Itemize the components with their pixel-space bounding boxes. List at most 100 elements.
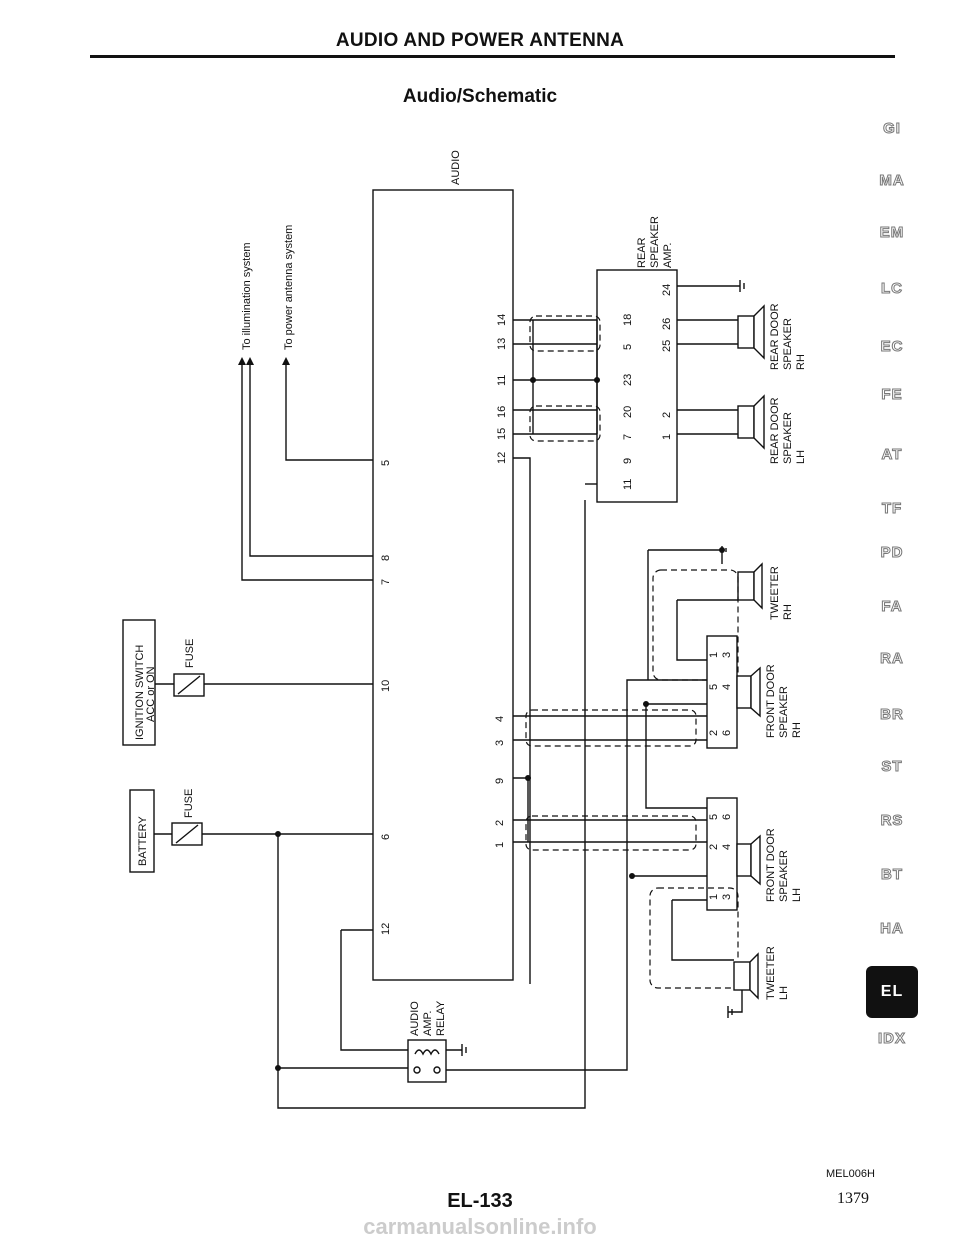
pin-label: 26 (661, 318, 673, 330)
front-door-lh-label-1: FRONT DOOR (765, 828, 777, 902)
pin-label: 6 (721, 730, 733, 736)
section-tab-rs[interactable]: RS (880, 812, 904, 830)
battery-label: BATTERY (137, 816, 149, 866)
pin-label: 4 (721, 844, 733, 850)
pin-label: 10 (380, 680, 392, 692)
tweeter-rh-label-2: RH (782, 604, 794, 620)
tweeter-lh-label-2: LH (778, 986, 790, 1000)
section-tab-ma[interactable]: MA (879, 172, 905, 190)
section-tab-st[interactable]: ST (881, 758, 903, 776)
section-tab-at[interactable]: AT (881, 446, 903, 464)
rear-door-rh-label-2: SPEAKER (782, 318, 794, 370)
audio-unit-box (372, 189, 514, 981)
rear-door-lh-label-3: LH (795, 450, 807, 464)
pin-label: 1 (708, 894, 720, 900)
pin-label: 7 (622, 434, 634, 440)
fuse-label: FUSE (184, 639, 196, 668)
section-tab-pd[interactable]: PD (880, 544, 904, 562)
relay-box (407, 1039, 447, 1083)
pin-label: 23 (622, 374, 634, 386)
relay-label-2: AMP. (422, 1011, 434, 1036)
pin-label: 5 (708, 814, 720, 820)
front-door-rh-label-3: RH (791, 722, 803, 738)
rear-amp-label-3: AMP. (662, 243, 674, 268)
relay-label-1: AUDIO (409, 1001, 421, 1036)
pin-label: 15 (496, 428, 508, 440)
tweeter-icon (733, 961, 751, 991)
front-door-rh-label-2: SPEAKER (778, 686, 790, 738)
section-tab-ha[interactable]: HA (880, 920, 904, 938)
pin-label: 5 (622, 344, 634, 350)
pin-label: 18 (622, 314, 634, 326)
pin-label: 24 (661, 284, 673, 296)
battery-box (129, 789, 155, 873)
pin-label: 4 (494, 716, 506, 722)
section-tab-tf[interactable]: TF (881, 500, 903, 518)
front-door-rh-label-1: FRONT DOOR (765, 664, 777, 738)
speaker-icon (736, 843, 752, 877)
rear-door-rh-label-1: REAR DOOR (769, 303, 781, 370)
ignition-switch-box (122, 619, 156, 746)
front-door-lh-label-2: SPEAKER (778, 850, 790, 902)
pin-label: 9 (494, 778, 506, 784)
page-number: 1379 (837, 1190, 869, 1207)
tweeter-icon (737, 571, 755, 601)
rear-amp-label-1: REAR (636, 237, 648, 268)
rear-door-lh-label-1: REAR DOOR (769, 397, 781, 464)
front-door-lh-connector (706, 797, 738, 911)
pin-label: 6 (721, 814, 733, 820)
section-tab-bt[interactable]: BT (881, 866, 903, 884)
pin-label: 1 (661, 434, 673, 440)
relay-label-3: RELAY (435, 1000, 447, 1036)
section-tab-gi[interactable]: GI (883, 120, 901, 138)
title-rule (90, 55, 895, 58)
rear-door-lh-label-2: SPEAKER (782, 412, 794, 464)
pin-label: 6 (380, 834, 392, 840)
tweeter-lh-label-1: TWEETER (765, 946, 777, 1000)
speaker-icon (737, 405, 755, 439)
figure-code: MEL006H (826, 1168, 875, 1180)
section-tab-fe[interactable]: FE (881, 386, 903, 404)
pin-label: 2 (708, 730, 720, 736)
section-tab-el-active[interactable]: EL (866, 966, 918, 1018)
section-tab-ra[interactable]: RA (880, 650, 904, 668)
pin-label: 7 (380, 579, 392, 585)
fuse-label: FUSE (183, 789, 195, 818)
pin-label: 12 (380, 923, 392, 935)
schematic-title: Audio/Schematic (402, 86, 558, 107)
pin-label: 1 (708, 652, 720, 658)
pin-label: 3 (494, 740, 506, 746)
pin-label: 13 (496, 338, 508, 350)
pin-label: 5 (708, 684, 720, 690)
section-tab-br[interactable]: BR (880, 706, 904, 724)
section-tab-idx[interactable]: IDX (877, 1030, 906, 1048)
audio-unit-label: AUDIO (450, 150, 462, 185)
front-door-lh-label-3: LH (791, 888, 803, 902)
pin-label: 16 (496, 406, 508, 418)
power-antenna-label: To power antenna system (283, 225, 295, 350)
pin-label: 4 (721, 684, 733, 690)
section-tab-em[interactable]: EM (879, 224, 905, 242)
pin-label: 12 (496, 452, 508, 464)
pin-label: 5 (380, 460, 392, 466)
pin-label: 14 (496, 314, 508, 326)
speaker-icon (737, 315, 755, 349)
pin-label: 11 (622, 479, 634, 490)
page-label: EL-133 (447, 1190, 513, 1212)
ignition-switch-label-1: IGNITION SWITCH (134, 645, 146, 740)
section-tab-lc[interactable]: LC (881, 280, 903, 298)
front-door-rh-connector (706, 635, 738, 749)
pin-label: 8 (380, 555, 392, 561)
pin-label: 20 (622, 406, 634, 418)
section-tab-fa[interactable]: FA (881, 598, 903, 616)
pin-label: 2 (661, 412, 673, 418)
section-tab-ec[interactable]: EC (880, 338, 904, 356)
rear-amp-label-2: SPEAKER (649, 216, 661, 268)
pin-label: 11 (496, 375, 508, 386)
pin-label: 3 (721, 894, 733, 900)
illumination-label: To illumination system (241, 242, 253, 350)
arrow-icon (282, 357, 290, 365)
pin-label: 25 (661, 340, 673, 352)
pin-label: 2 (494, 820, 506, 826)
